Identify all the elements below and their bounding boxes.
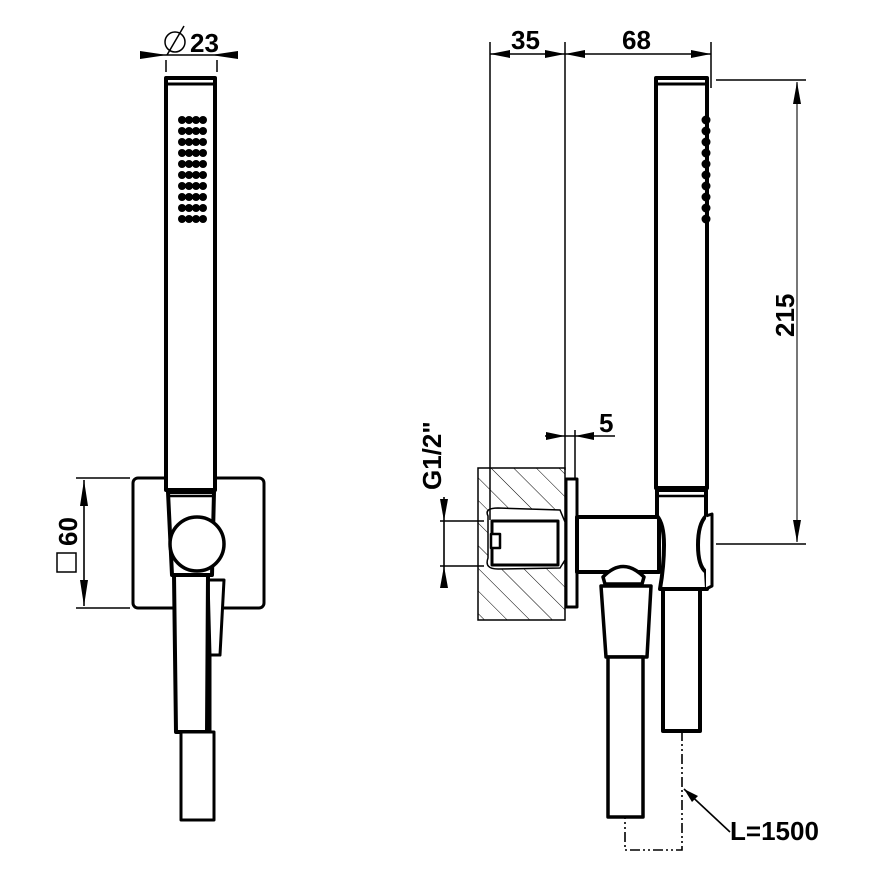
hose-length-value: L=1500	[730, 816, 819, 846]
hose-front	[179, 730, 216, 822]
height-dimension: 215	[716, 79, 806, 545]
outlet-arm	[575, 515, 661, 574]
thread-value: G1/2"	[417, 421, 447, 490]
spray-nozzles-front	[178, 116, 207, 223]
diameter-dimension: 23	[140, 25, 238, 72]
holder-side	[655, 488, 709, 591]
threaded-fitting	[490, 519, 560, 567]
spray-nozzles-side	[701, 115, 711, 224]
plate-thickness-value: 5	[599, 408, 613, 438]
plate-size-value: 60	[53, 517, 83, 546]
hose-connector-front	[206, 578, 226, 657]
front-view: 23	[53, 25, 266, 822]
connector-dome	[601, 564, 646, 586]
handle-tail-side	[661, 587, 702, 733]
diameter-value: 23	[190, 28, 219, 58]
hose-centerline	[624, 731, 683, 851]
height-value: 215	[770, 294, 800, 337]
depth-dimensions: 35 68	[490, 25, 711, 58]
shower-handle-side	[654, 76, 709, 490]
projection-value: 68	[622, 25, 651, 55]
side-view: 35 68 5 G1/2"	[417, 25, 819, 851]
hose-connector-side	[599, 584, 653, 659]
square-symbol-icon	[56, 552, 77, 573]
handle-tail-front	[172, 573, 210, 734]
shower-handle-front	[164, 76, 217, 492]
outlet-knob	[168, 515, 226, 573]
diameter-symbol-icon	[164, 31, 186, 53]
wall-depth-value: 35	[511, 25, 540, 55]
plate-thickness-dimension: 5	[545, 408, 615, 440]
thread-dimension: G1/2"	[417, 421, 484, 588]
hose-length-callout: L=1500	[683, 788, 819, 846]
hose-side	[606, 655, 645, 819]
plate-size-dimension: 60	[53, 477, 130, 609]
